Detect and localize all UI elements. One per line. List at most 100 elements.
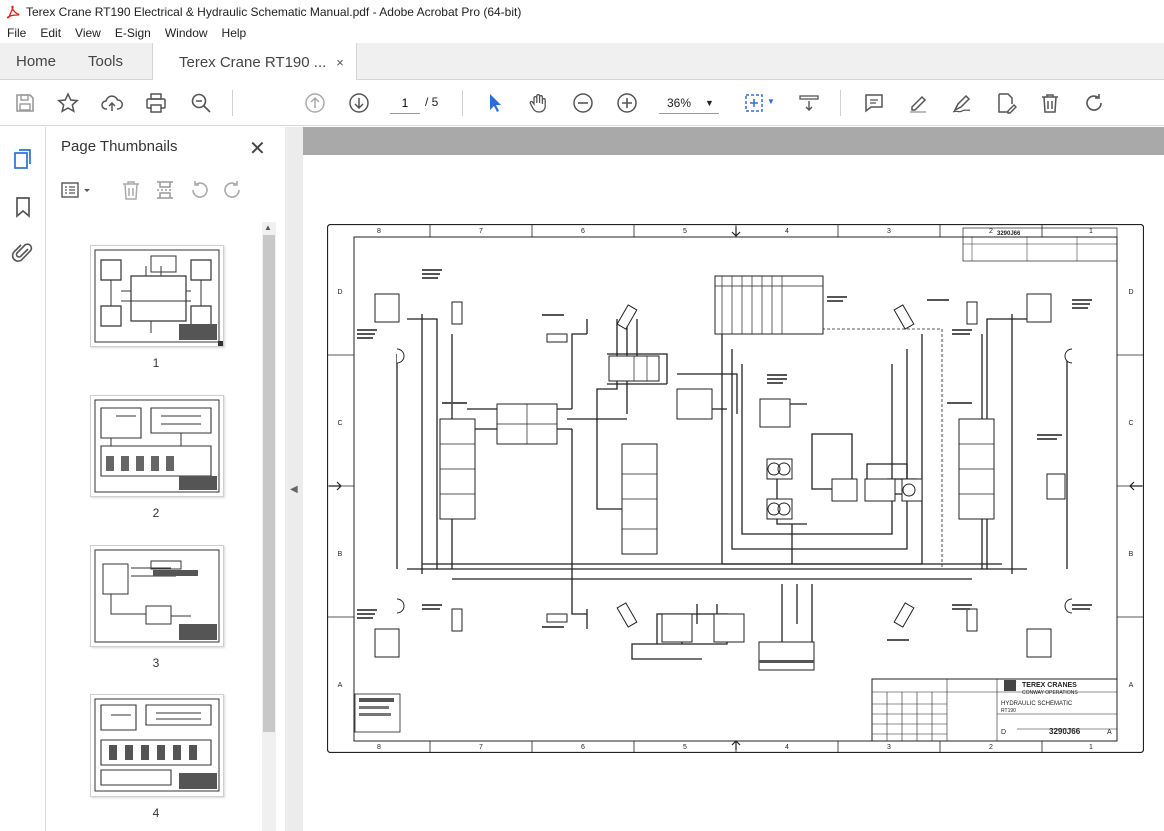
rotate-right-icon[interactable] — [222, 179, 244, 201]
zoom-value: 36% — [667, 95, 692, 110]
bookmarks-icon[interactable] — [11, 195, 35, 219]
select-cursor-icon[interactable] — [483, 91, 507, 115]
zone-label: B — [338, 551, 343, 558]
zone-label: 8 — [377, 228, 381, 235]
zone-label: 7 — [479, 744, 483, 751]
thumbnail-drawing — [94, 698, 220, 792]
drawing-number: 3290J66 — [1049, 727, 1081, 736]
window-title: Terex Crane RT190 Electrical & Hydraulic… — [26, 4, 522, 19]
zone-label: 8 — [377, 744, 381, 751]
page-number-input[interactable] — [390, 92, 420, 114]
next-page-icon[interactable] — [347, 91, 371, 115]
zone-label: 6 — [581, 228, 585, 235]
scroll-up-icon[interactable]: ▲ — [264, 223, 272, 232]
zone-label: 1 — [1089, 228, 1093, 235]
zone-label: A — [1129, 682, 1134, 689]
zone-label: 5 — [683, 744, 687, 751]
menu-view[interactable]: View — [75, 26, 101, 40]
zoom-out-icon[interactable] — [571, 91, 595, 115]
share-cloud-icon[interactable] — [100, 91, 124, 115]
scroll-mode-icon[interactable] — [797, 91, 821, 115]
chevron-down-icon[interactable]: ▼ — [767, 97, 775, 106]
zone-label: D — [337, 289, 342, 296]
thumbnail-label: 4 — [152, 806, 160, 820]
delete-icon[interactable] — [1038, 91, 1062, 115]
thumbnail-label: 2 — [152, 506, 160, 520]
tab-bar: Home Tools Terex Crane RT190 ... × — [0, 43, 1164, 81]
zone-label: 1 — [1089, 744, 1093, 751]
navigation-rail — [0, 127, 46, 831]
comment-icon[interactable] — [862, 91, 886, 115]
tab-home[interactable]: Home — [16, 53, 57, 70]
panel-title: Page Thumbnails — [61, 138, 178, 155]
thumbnail-label: 3 — [152, 656, 160, 670]
cylinders — [451, 301, 978, 632]
chevron-down-icon: ▼ — [705, 97, 714, 108]
close-panel-button[interactable]: ✕ — [249, 138, 266, 160]
panel-collapse-strip[interactable]: ◀ — [285, 127, 303, 831]
zone-label: 5 — [683, 228, 687, 235]
scrollbar-thumb[interactable] — [263, 235, 275, 732]
print-icon[interactable] — [144, 91, 168, 115]
revision-letter: A — [1107, 729, 1112, 736]
zone-label: 7 — [479, 228, 483, 235]
main-toolbar: / 5 36% ▼ ▼ — [0, 80, 1164, 126]
thumbnail-page-3[interactable] — [90, 545, 224, 647]
save-icon[interactable] — [13, 91, 37, 115]
hydraulic-schematic-page: 8 7 6 5 4 3 2 1 8 7 6 5 4 3 2 1 D C B A … — [327, 224, 1144, 753]
page-thumbnails-icon[interactable] — [11, 147, 35, 171]
title-block: TEREX CRANES CONWAY OPERATIONS HYDRAULIC… — [871, 678, 1118, 742]
zone-label: D — [1128, 289, 1133, 296]
pump-motors — [767, 462, 916, 516]
menu-bar: File Edit View E-Sign Window Help — [0, 23, 1164, 43]
zoom-dropdown[interactable]: 36% ▼ — [659, 92, 719, 114]
hand-tool-icon[interactable] — [527, 91, 551, 115]
zone-label: 4 — [785, 228, 789, 235]
zone-label: 2 — [989, 744, 993, 751]
thumbnail-page-4[interactable] — [90, 694, 224, 797]
page-total: / 5 — [425, 95, 439, 109]
fit-page-icon[interactable] — [742, 91, 766, 115]
rotate-icon[interactable] — [1082, 91, 1106, 115]
thumbnail-page-2[interactable] — [90, 395, 224, 497]
attachments-icon[interactable] — [11, 241, 35, 265]
valve-sections — [440, 276, 994, 530]
rotate-left-icon[interactable] — [188, 179, 210, 201]
menu-window[interactable]: Window — [164, 26, 208, 40]
toolbar-separator — [840, 90, 841, 116]
tab-tools[interactable]: Tools — [88, 53, 124, 70]
page-thumbnails-panel: Page Thumbnails ✕ ▲ 1 — [46, 127, 285, 831]
zone-label: 4 — [785, 744, 789, 751]
thumbnail-options-icon[interactable] — [60, 179, 94, 201]
extract-page-icon[interactable] — [154, 179, 176, 201]
tab-document-label: Terex Crane RT190 ... — [179, 53, 327, 71]
tab-document[interactable]: Terex Crane RT190 ... × — [152, 43, 357, 81]
thumbnail-page-1[interactable] — [90, 245, 224, 347]
thumbnail-drawing — [94, 399, 220, 493]
tab-close-button[interactable]: × — [336, 54, 344, 70]
delete-page-icon[interactable] — [120, 179, 142, 201]
zoom-in-icon[interactable] — [615, 91, 639, 115]
zone-label: 3 — [887, 228, 891, 235]
menu-edit[interactable]: Edit — [40, 26, 62, 40]
sign-icon[interactable] — [950, 91, 974, 115]
bookmark-star-icon[interactable] — [56, 91, 80, 115]
menu-help[interactable]: Help — [221, 26, 247, 40]
edit-pdf-icon[interactable] — [994, 91, 1018, 115]
find-zoom-icon[interactable] — [189, 91, 213, 115]
drawing-title: HYDRAULIC SCHEMATIC — [1001, 701, 1073, 707]
collapse-arrow-icon[interactable]: ◀ — [290, 484, 298, 495]
zone-label: A — [338, 682, 343, 689]
zone-label: 2 — [989, 228, 993, 235]
menu-file[interactable]: File — [7, 26, 27, 40]
menu-esign[interactable]: E-Sign — [114, 26, 151, 40]
page-gap — [303, 127, 1164, 155]
zone-labels: 8 7 6 5 4 3 2 1 8 7 6 5 4 3 2 1 D C B A … — [337, 228, 1133, 751]
size-label: D — [1001, 729, 1006, 736]
model-name: RT190 — [1001, 708, 1016, 714]
rev-drawing-number: 3290J66 — [997, 231, 1021, 237]
acrobat-pdf-icon — [6, 5, 20, 18]
thumbnail-drawing — [94, 249, 223, 346]
previous-page-icon[interactable] — [303, 91, 327, 115]
highlight-pen-icon[interactable] — [906, 91, 930, 115]
